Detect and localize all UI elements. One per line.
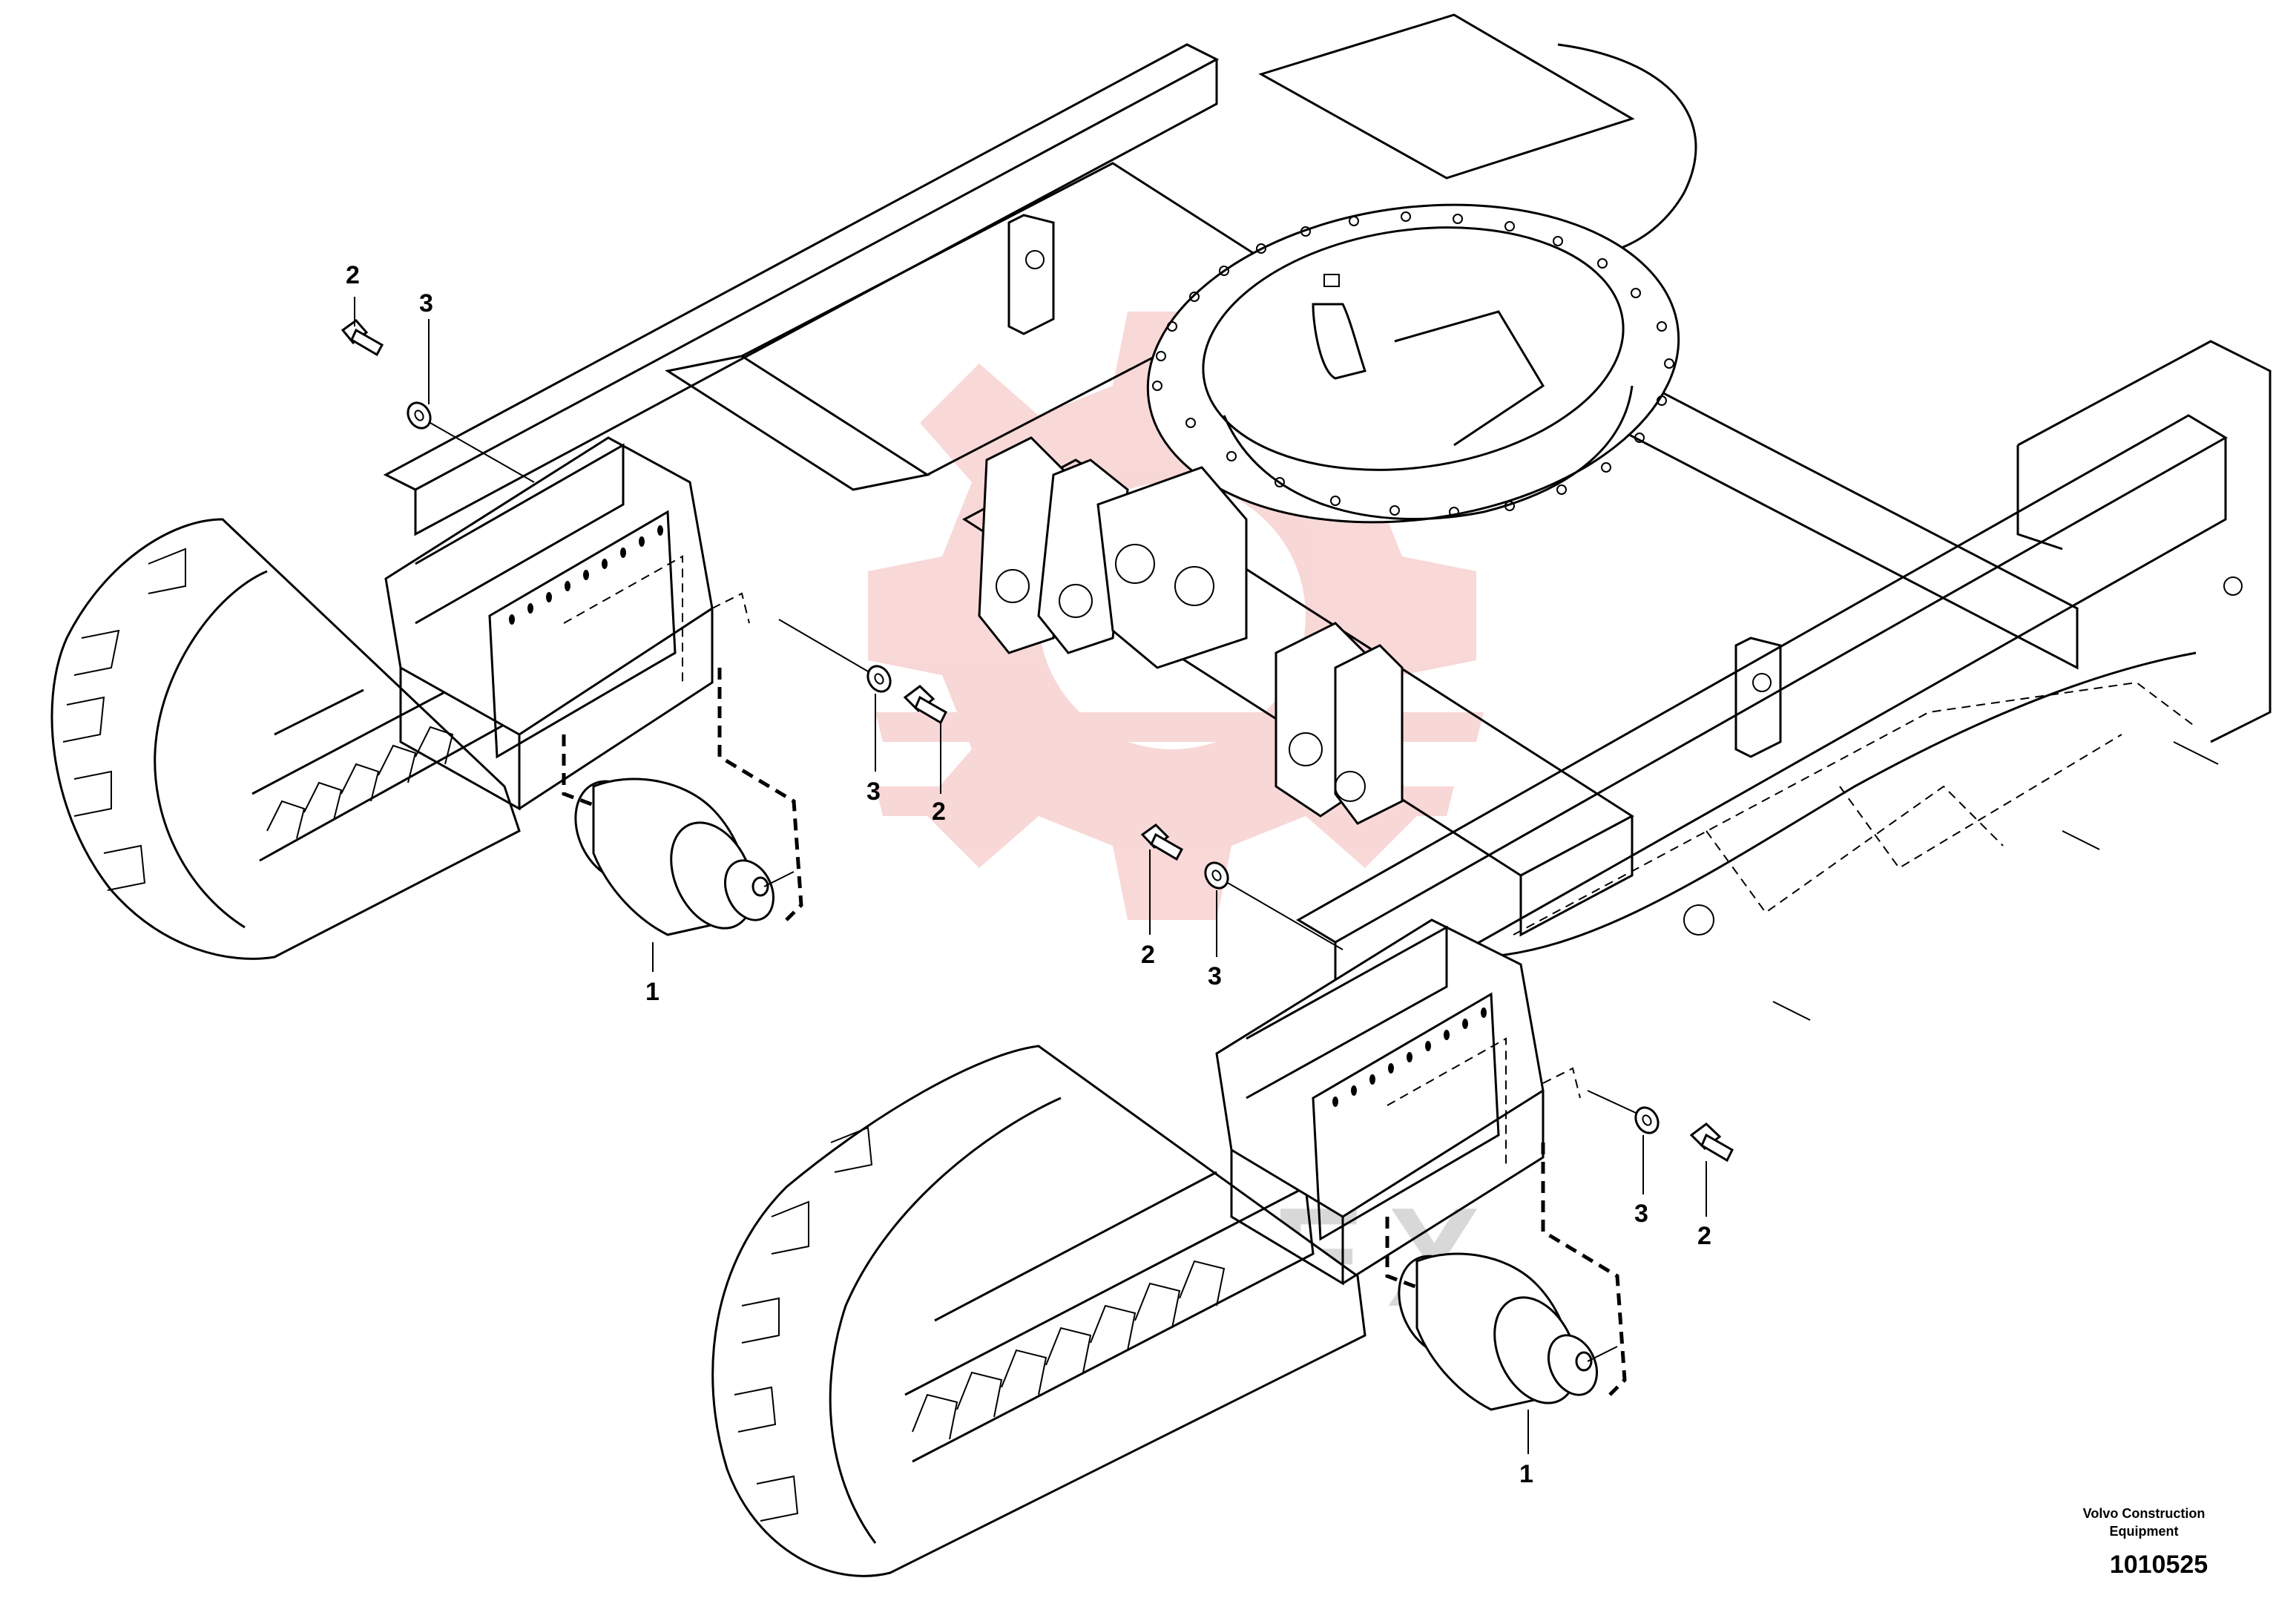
washer-right-lower (1634, 1106, 1660, 1134)
brand-line-2: Equipment (2109, 1524, 2179, 1539)
right-track (711, 1045, 1366, 1577)
left-bracket-slots (509, 525, 663, 625)
callout-washer-center: 3 (1208, 962, 1222, 990)
right-bracket-slots (1332, 1007, 1487, 1107)
callout-washer-right-lower: 3 (1634, 1200, 1648, 1228)
left-track-roller (574, 778, 795, 936)
ring-bolt-holes (1152, 211, 1674, 517)
right-roller-bracket (1215, 918, 1581, 1286)
blade-mount-lugs (978, 436, 1404, 825)
callout-labels: 2 3 3 2 1 2 3 3 2 1 (346, 261, 1711, 1488)
washer-left-mid (866, 665, 892, 693)
callout-bolt-center: 2 (1141, 941, 1155, 969)
washer-upper-left (407, 401, 432, 430)
figure-code: 1010525 (2109, 1551, 2208, 1579)
callout-bolt-left-mid: 2 (932, 798, 946, 826)
bolt-upper-left (341, 318, 384, 357)
right-track-roller (1398, 1252, 1618, 1411)
brand-line-1: Volvo Construction (2082, 1506, 2206, 1521)
swing-bearing-ring (1146, 203, 1680, 524)
bolt-left-mid (903, 685, 947, 725)
callout-washer-upper-left: 3 (419, 289, 433, 318)
callout-roller-right: 1 (1519, 1460, 1533, 1488)
bolt-center (1140, 823, 1184, 861)
left-roller-bracket (384, 436, 750, 811)
brand-caption: Volvo Construction Equipment (2070, 1505, 2218, 1540)
callout-leaders (354, 297, 1707, 1454)
callout-bolt-right-lower: 2 (1697, 1222, 1711, 1250)
right-track-lugs (734, 1126, 1226, 1522)
bolt-right-lower (1689, 1122, 1734, 1163)
callout-roller-left: 1 (645, 978, 660, 1006)
callout-bolt-upper-left: 2 (346, 261, 360, 289)
left-track-lugs (62, 548, 454, 891)
washer-center (1204, 861, 1229, 890)
callout-washer-left-mid: 3 (866, 778, 881, 806)
